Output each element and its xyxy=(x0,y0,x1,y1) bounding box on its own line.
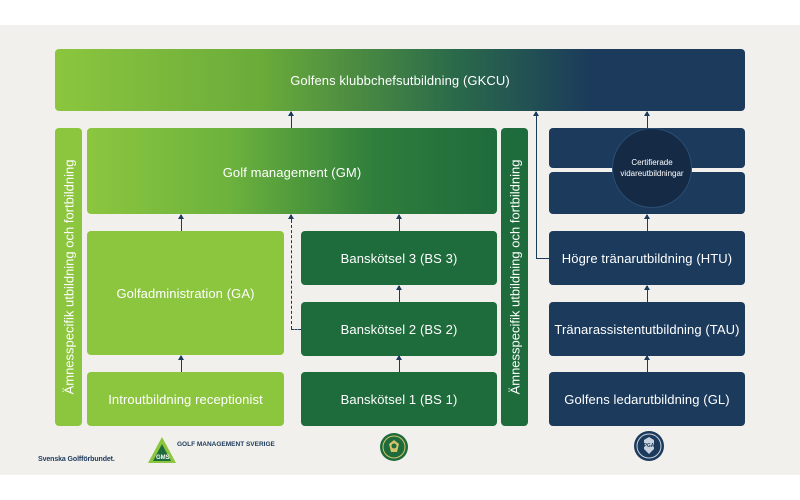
pga-logo-icon: PGA xyxy=(634,431,664,461)
left-subject-sidebar: Ämnesspecifik utbildning och fortbildnin… xyxy=(55,128,82,426)
htu-label: Högre tränarutbildning (HTU) xyxy=(561,250,733,266)
ga-box: Golfadministration (GA) xyxy=(87,231,284,355)
arrow-intro-to-ga xyxy=(178,355,184,372)
gm-box: Golf management (GM) xyxy=(87,128,497,214)
arrow-bs1-to-bs2 xyxy=(396,355,402,372)
arrow-gl-to-tau xyxy=(644,355,650,372)
pga-logo-letters: PGA xyxy=(644,443,655,449)
federation-crest-icon xyxy=(380,433,408,461)
gm-label: Golf management (GM) xyxy=(222,165,362,180)
bs3-label: Banskötsel 3 (BS 3) xyxy=(340,250,458,266)
tau-box: Tränarassistentutbildning (TAU) xyxy=(549,302,745,356)
arrow-certified-to-gkcu xyxy=(644,111,650,128)
gkcu-box: Golfens klubbchefsutbildning (GKCU) xyxy=(55,49,745,111)
certified-label: Certifierade vidareutbildningar xyxy=(620,158,684,178)
gms-logo-text: GOLF MANAGEMENT SVERIGE xyxy=(177,441,275,448)
bs1-box: Banskötsel 1 (BS 1) xyxy=(301,372,497,426)
htu-box: Högre tränarutbildning (HTU) xyxy=(549,231,745,285)
connector-htu-horizontal xyxy=(536,258,549,259)
bs2-label: Banskötsel 2 (BS 2) xyxy=(340,321,458,337)
gl-label: Golfens ledarutbildning (GL) xyxy=(564,391,730,407)
arrow-htu-to-gkcu xyxy=(533,111,539,258)
arrow-bs2-to-bs3 xyxy=(396,285,402,302)
federation-wordmark: Svenska Golfförbundet. xyxy=(38,456,115,463)
ga-label: Golfadministration (GA) xyxy=(116,285,255,301)
arrow-gm-to-gkcu xyxy=(288,111,294,128)
arrow-bs3-to-gm xyxy=(396,214,402,231)
arrow-tau-to-htu xyxy=(644,285,650,302)
gkcu-label: Golfens klubbchefsutbildning (GKCU) xyxy=(290,72,510,88)
gms-logo-icon: GMS xyxy=(148,437,176,463)
dashed-arrowhead xyxy=(288,214,294,221)
arrow-ga-to-gm xyxy=(178,214,184,231)
gms-logo-letter-g: GMS xyxy=(156,455,170,461)
gl-box: Golfens ledarutbildning (GL) xyxy=(549,372,745,426)
arrow-htu-to-certified xyxy=(644,214,650,231)
bs2-box: Banskötsel 2 (BS 2) xyxy=(301,302,497,356)
middle-sidebar-label: Ämnesspecifik utbildning och fortbildnin… xyxy=(507,159,522,395)
tau-label: Tränarassistentutbildning (TAU) xyxy=(554,321,740,337)
dashed-connector-vertical xyxy=(291,220,292,329)
certified-circle: Certifierade vidareutbildningar xyxy=(612,128,692,208)
left-sidebar-label: Ämnesspecifik utbildning och fortbildnin… xyxy=(61,159,76,395)
dashed-connector-horizontal xyxy=(291,329,301,330)
intro-box: Introutbildning receptionist xyxy=(87,372,284,426)
bs1-label: Banskötsel 1 (BS 1) xyxy=(340,391,458,407)
middle-subject-sidebar: Ämnesspecifik utbildning och fortbildnin… xyxy=(501,128,528,426)
intro-label: Introutbildning receptionist xyxy=(108,391,263,407)
bs3-box: Banskötsel 3 (BS 3) xyxy=(301,231,497,285)
